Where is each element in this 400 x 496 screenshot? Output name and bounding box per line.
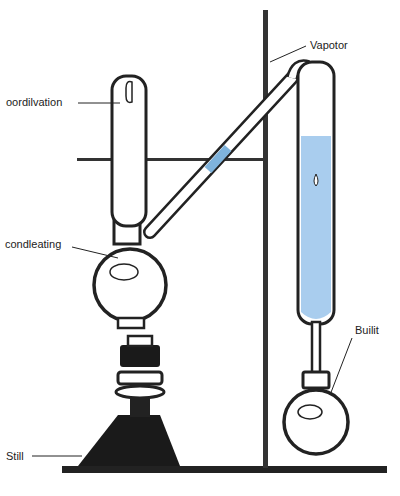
part-label: oordilvation bbox=[6, 96, 62, 109]
burner bbox=[78, 336, 180, 466]
column bbox=[112, 76, 146, 244]
base-plate bbox=[62, 466, 387, 473]
receiving-flask bbox=[284, 372, 348, 454]
part-label: condleating bbox=[5, 238, 61, 251]
condenser bbox=[298, 62, 334, 374]
part-label: Vapotor bbox=[310, 39, 348, 52]
clamp-rod bbox=[77, 158, 265, 161]
part-label: Builit bbox=[355, 324, 379, 337]
boiling-flask bbox=[94, 249, 166, 328]
part-label: Still bbox=[6, 450, 24, 463]
leader-lines bbox=[32, 46, 352, 456]
stand-rod bbox=[263, 10, 268, 468]
side-arm bbox=[150, 65, 308, 232]
